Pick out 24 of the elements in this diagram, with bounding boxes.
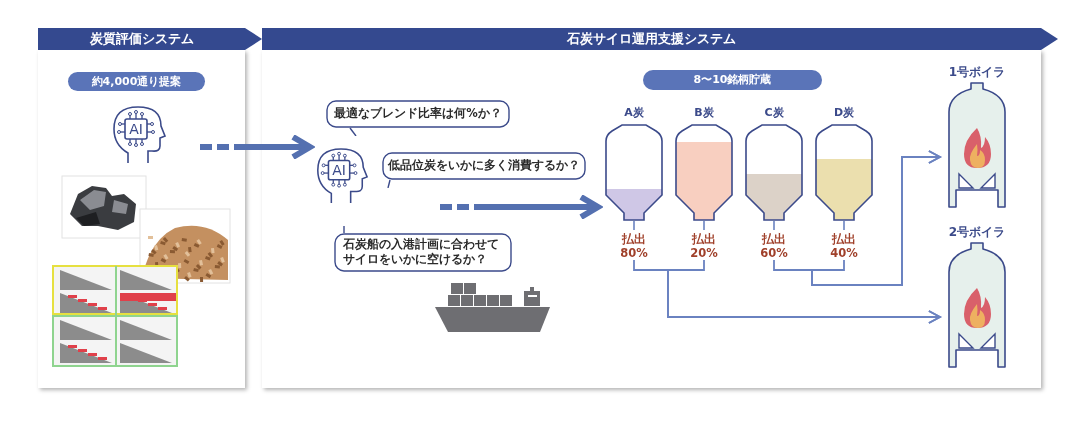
boiler-label: 1号ボイラ	[947, 64, 1007, 81]
ai-label: AI	[331, 161, 347, 179]
big-arrow	[200, 134, 313, 160]
title-banner: 石炭サイロ運用支援システム	[262, 28, 1058, 50]
title-banner: 炭質評価システム	[38, 28, 262, 50]
discharge-label: 20%	[689, 246, 719, 260]
silo-label: B炭	[693, 105, 715, 120]
discharge-label: 払出	[761, 232, 787, 246]
pill-label: 8〜10銘柄貯蔵	[643, 70, 822, 90]
silo-label: D炭	[832, 105, 856, 120]
discharge-label: 払出	[691, 232, 717, 246]
system-panel	[262, 28, 1058, 388]
discharge-label: 60%	[759, 246, 789, 260]
ai-label: AI	[128, 120, 144, 138]
discharge-label: 80%	[619, 246, 649, 260]
boiler-label: 2号ボイラ	[947, 224, 1007, 241]
pipe-arrow	[811, 150, 941, 286]
silo-label: C炭	[763, 105, 785, 120]
discharge-label: 払出	[831, 232, 857, 246]
pill-label: 約4,000通り提案	[68, 72, 205, 91]
big-arrow	[440, 194, 601, 220]
discharge-label: 40%	[829, 246, 859, 260]
discharge-label: 払出	[621, 232, 647, 246]
silo-label: A炭	[623, 105, 645, 120]
